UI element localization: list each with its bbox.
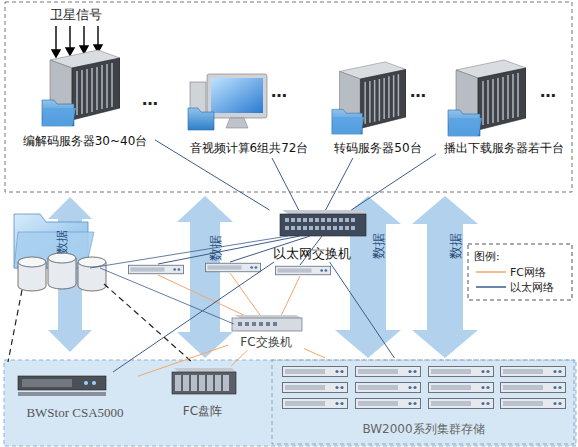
- ethernet-link: [272, 158, 299, 210]
- fc-link: [304, 349, 325, 358]
- transcode-server: 转码服务器50台: [326, 62, 430, 158]
- legend-title: 图例:: [474, 249, 500, 264]
- legend-text: FC网络: [510, 265, 546, 280]
- ethernet-link: [113, 262, 274, 372]
- ellipsis: …: [142, 90, 158, 109]
- storage-device: BWStor CSA5000: [12, 372, 138, 424]
- data-label: 数据: [447, 233, 465, 259]
- codec-server: 编解码服务器30~40台: [15, 38, 155, 156]
- legend-text: 以太网络: [510, 280, 554, 295]
- legend-line: [476, 286, 506, 288]
- ellipsis: …: [410, 82, 426, 101]
- cluster-storage: BW2000系列集群存储: [272, 358, 575, 444]
- ellipsis: …: [271, 82, 287, 101]
- data-label: 数据: [370, 233, 388, 259]
- data-label: 数据: [207, 235, 225, 261]
- node-label: 音视频计算6组共72台: [190, 141, 309, 155]
- av-compute-cluster: 音视频计算6组共72台: [183, 68, 315, 158]
- ethernet-link: [330, 262, 395, 358]
- fc-link: [138, 345, 228, 376]
- signal-label: 卫星信号: [50, 6, 102, 24]
- playout-server: 播出下载服务器若干台: [436, 60, 572, 158]
- node-label: FC盘阵: [183, 404, 222, 418]
- node-label: BW2000系列集群存储: [362, 422, 484, 436]
- ethernet-link: [326, 158, 353, 210]
- ethernet-switch: 以太网交换机: [256, 210, 368, 262]
- ellipsis: …: [540, 82, 556, 101]
- legend-line: [476, 271, 506, 273]
- disk-array: FC盘阵: [165, 366, 240, 422]
- node-label: 转码服务器50台: [334, 141, 421, 155]
- fc-link: [231, 350, 247, 366]
- fc-switch: FC交换机: [228, 314, 304, 350]
- node-label: 播出下载服务器若干台: [444, 141, 564, 155]
- node-label: BWStor CSA5000: [26, 406, 123, 420]
- node-label: 编解码服务器30~40台: [23, 134, 148, 148]
- data-label: 数据: [54, 230, 71, 254]
- ethernet-link: [351, 154, 436, 210]
- node-label: FC交换机: [240, 335, 291, 349]
- node-label: 以太网交换机: [273, 247, 351, 261]
